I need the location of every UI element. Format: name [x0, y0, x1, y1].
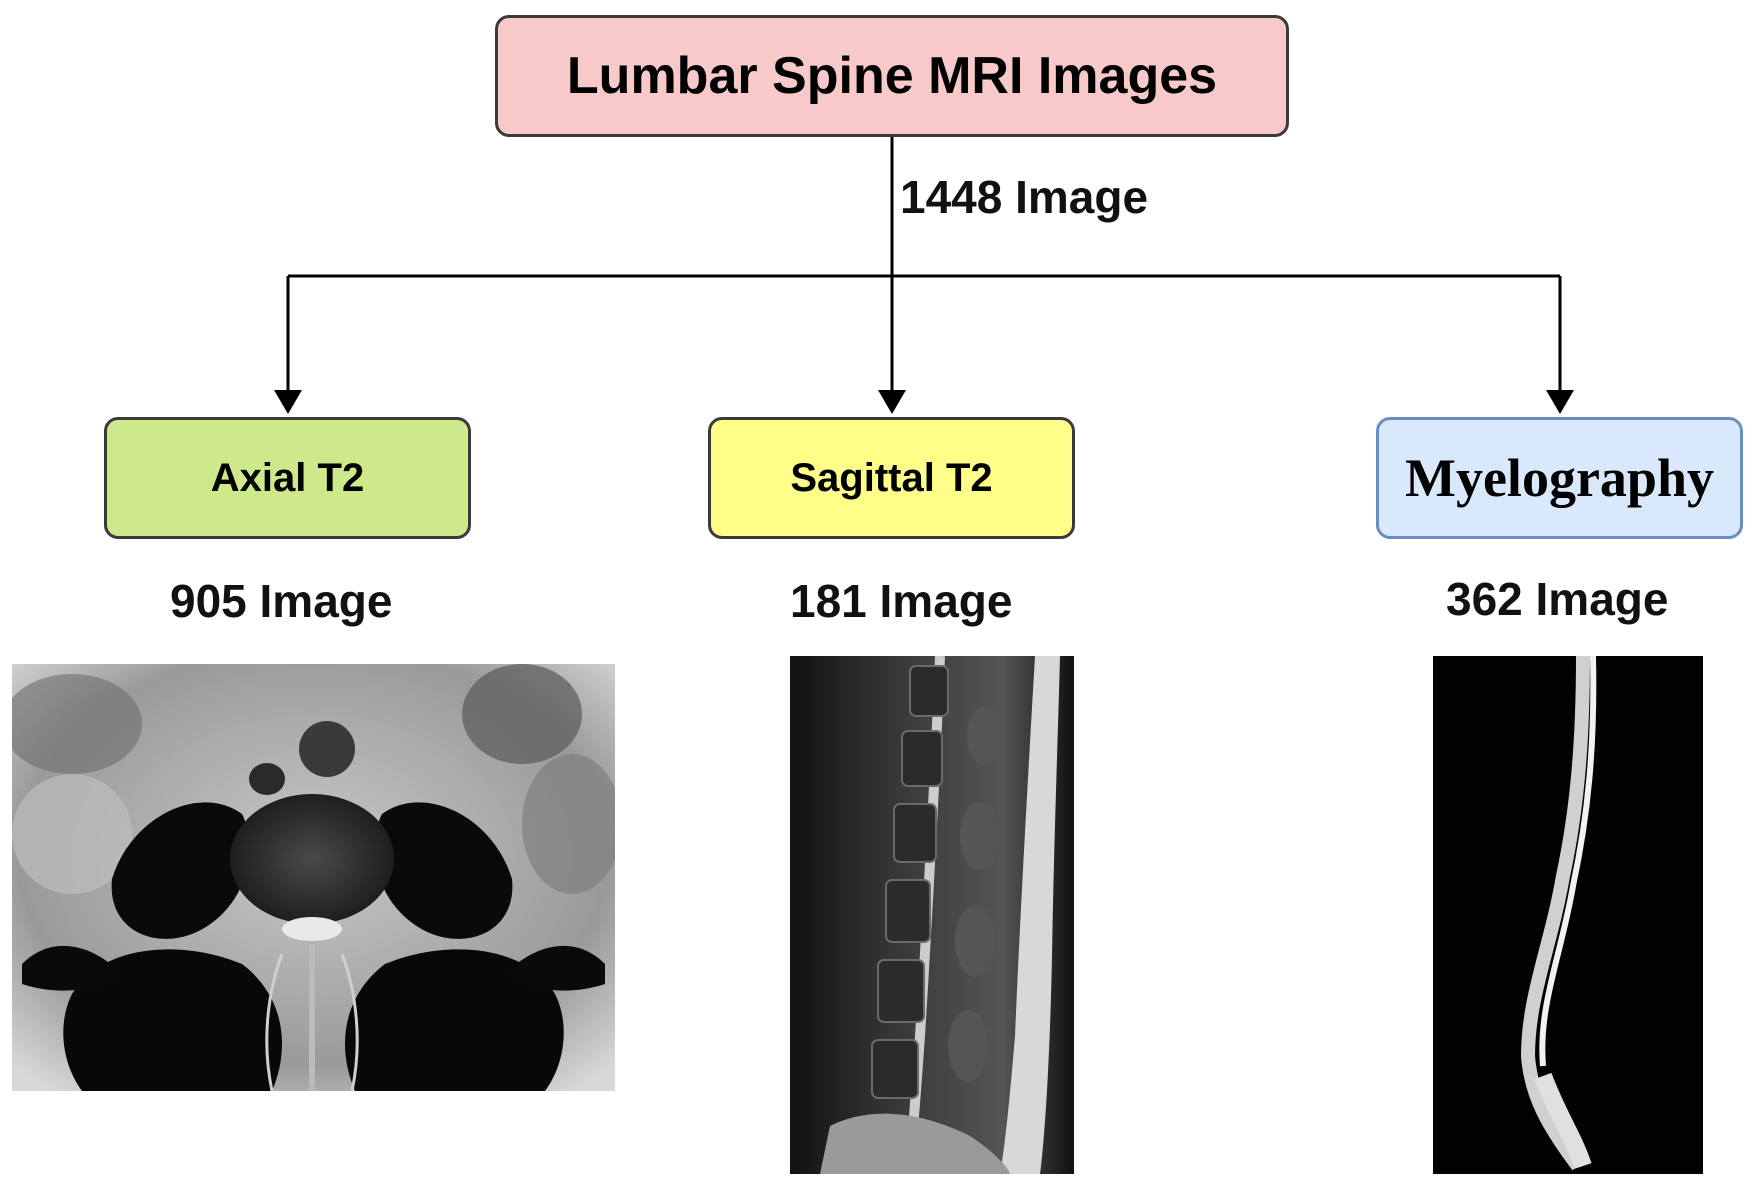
myelo-label: Myelography [1405, 448, 1714, 508]
arrowhead-sagittal [878, 390, 906, 414]
arrowhead-axial [274, 390, 302, 414]
axial-mri-image [12, 664, 615, 1091]
arrowhead-myelo [1546, 390, 1574, 414]
sagittal-mri-image [790, 656, 1074, 1174]
sagittal-label: Sagittal T2 [790, 455, 993, 500]
sagittal-count-label: 181 Image [790, 575, 1013, 627]
root-count-label: 1448 Image [900, 171, 1149, 223]
myelo-node: Myelography [1376, 417, 1743, 539]
axial-count-label: 905 Image [170, 575, 393, 627]
sagittal-node: Sagittal T2 [708, 417, 1075, 539]
axial-label: Axial T2 [210, 455, 365, 500]
axial-node: Axial T2 [104, 417, 471, 539]
myelography-image [1433, 656, 1703, 1174]
root-node: Lumbar Spine MRI Images [495, 15, 1289, 137]
root-label: Lumbar Spine MRI Images [566, 47, 1218, 105]
myelo-count-label: 362 Image [1446, 573, 1669, 625]
